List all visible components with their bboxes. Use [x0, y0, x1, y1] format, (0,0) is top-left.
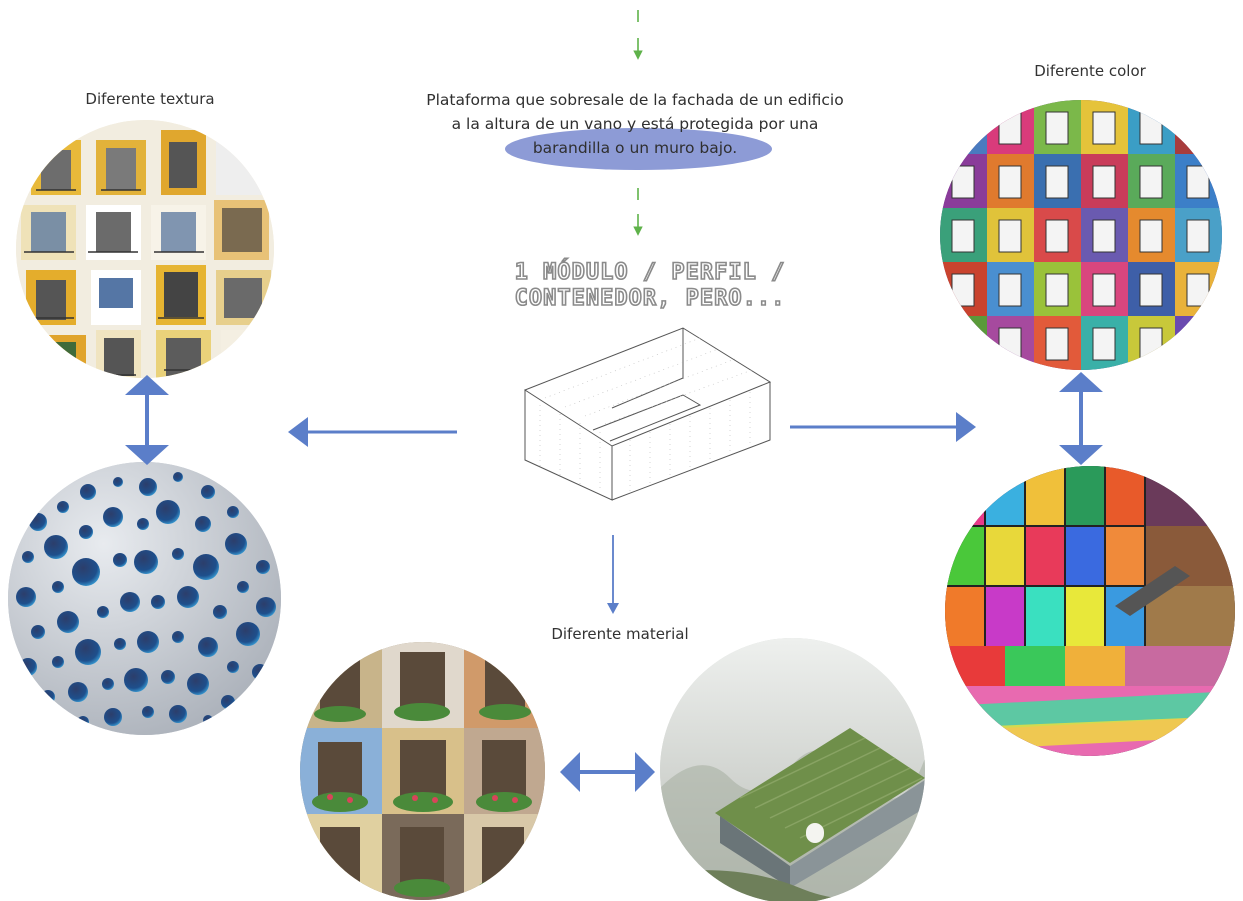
material-green-roof-image: [660, 638, 925, 901]
double-arrow-material: [560, 752, 655, 792]
label-material: Diferente material: [551, 625, 689, 643]
module-box-drawing: [523, 327, 772, 501]
texture-perforated-image: [8, 462, 281, 735]
definition-line-2: a la altura de un vano y está protegida …: [451, 115, 819, 133]
double-arrow-texture: [125, 375, 169, 465]
module-box-grid: [539, 337, 753, 493]
escalator-shape: [1115, 566, 1190, 616]
heading-line-2: CONTENEDOR, PERO...: [514, 285, 786, 312]
label-texture: Diferente textura: [85, 90, 215, 108]
label-color: Diferente color: [1034, 62, 1146, 80]
green-roof-plane: [715, 728, 925, 863]
module-heading: 1 MÓDULO / PERFIL / CONTENEDOR, PERO...: [470, 259, 830, 312]
definition-line-3: barandilla o un muro bajo.: [532, 139, 738, 157]
material-balconies-image: [300, 642, 545, 900]
double-arrow-color: [1059, 372, 1103, 465]
texture-facade-image: [16, 120, 274, 378]
perforation-dots: [16, 472, 276, 728]
arrow-to-texture: [288, 417, 457, 447]
facade-window-grid: [21, 130, 271, 378]
color-glass-facade-image: [945, 466, 1235, 756]
color-windows-image: [940, 100, 1222, 370]
heading-line-1: 1 MÓDULO / PERFIL /: [514, 259, 786, 286]
definition-text: Plataforma que sobresale de la fachada d…: [330, 88, 940, 160]
arrow-to-material: [607, 535, 619, 614]
colored-glass-panels: [945, 466, 1235, 756]
arrow-to-color: [790, 412, 976, 442]
definition-highlight: [505, 128, 772, 170]
definition-line-1: Plataforma que sobresale de la fachada d…: [426, 91, 844, 109]
